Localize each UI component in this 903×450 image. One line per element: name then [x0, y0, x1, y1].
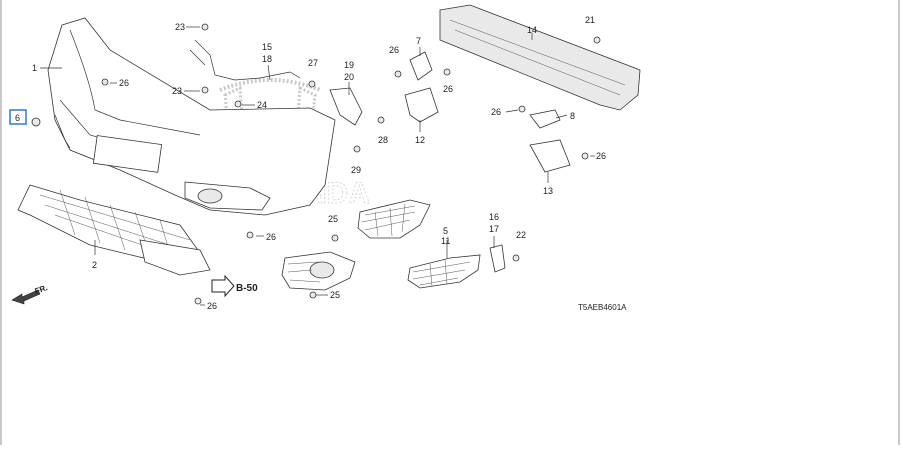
upper-bracket — [404, 51, 439, 123]
callout-29[interactable]: 29 — [351, 165, 361, 175]
callout-26-f[interactable]: 26 — [266, 232, 276, 242]
callout-23-a[interactable]: 23 — [175, 22, 185, 32]
fog-garnish-right — [407, 254, 481, 289]
side-spacer — [329, 87, 363, 126]
callout-21[interactable]: 21 — [585, 15, 595, 25]
callout-13[interactable]: 13 — [543, 186, 553, 196]
left-border — [0, 0, 2, 445]
callout-1[interactable]: 1 — [32, 63, 37, 73]
callout-23-b[interactable]: 23 — [172, 86, 182, 96]
right-border — [898, 0, 900, 445]
front-bumper-face — [47, 17, 336, 216]
callout-24[interactable]: 24 — [257, 100, 267, 110]
bumper-beam — [439, 4, 641, 111]
ref-label[interactable]: B-50 — [236, 283, 258, 294]
callout-27[interactable]: 27 — [308, 58, 318, 68]
callout-26-a[interactable]: 26 — [119, 78, 129, 88]
callout-26-e[interactable]: 26 — [596, 151, 606, 161]
ref-arrow-b50[interactable]: B-50 — [211, 274, 258, 298]
callout-22[interactable]: 22 — [516, 230, 526, 240]
callout-26-g[interactable]: 26 — [207, 301, 217, 311]
callout-14[interactable]: 14 — [527, 25, 537, 35]
callout-5[interactable]: 5 — [443, 226, 448, 236]
fog-garnish-left — [281, 251, 356, 291]
fog-garnish-upper — [357, 199, 431, 239]
callout-25-b[interactable]: 25 — [330, 290, 340, 300]
callout-7[interactable]: 7 — [416, 36, 421, 46]
callout-16[interactable]: 16 — [489, 212, 499, 222]
callouts: 1 2 5 6 7 8 11 12 13 14 15 16 17 18 19 2… — [15, 15, 606, 311]
callout-ticks — [110, 26, 595, 306]
callout-19[interactable]: 19 — [344, 60, 354, 70]
upper-stay — [189, 39, 301, 81]
callout-17[interactable]: 17 — [489, 224, 499, 234]
front-arrow: FR. — [11, 283, 49, 305]
callout-11[interactable]: 11 — [441, 236, 450, 246]
fog-bracket — [489, 244, 506, 273]
leader-lines — [40, 33, 568, 258]
callout-8[interactable]: 8 — [570, 111, 575, 121]
callout-18[interactable]: 18 — [262, 54, 272, 64]
part-code: T5AEB4601A — [578, 303, 627, 312]
callout-12[interactable]: 12 — [415, 135, 425, 145]
callout-28[interactable]: 28 — [378, 135, 388, 145]
callout-15[interactable]: 15 — [262, 42, 272, 52]
front-label: FR. — [34, 283, 49, 296]
callout-25-a[interactable]: 25 — [328, 214, 338, 224]
callout-26-b[interactable]: 26 — [389, 45, 399, 55]
callout-20[interactable]: 20 — [344, 72, 354, 82]
callout-26-d[interactable]: 26 — [491, 107, 501, 117]
callout-6[interactable]: 6 — [15, 113, 20, 123]
highlight-box — [9, 109, 27, 125]
lower-grille — [17, 184, 211, 276]
callout-2[interactable]: 2 — [92, 260, 97, 270]
fasteners — [31, 23, 601, 305]
callout-26-c[interactable]: 26 — [443, 84, 453, 94]
side-bracket-13 — [529, 139, 571, 173]
side-bracket-8 — [529, 109, 561, 129]
